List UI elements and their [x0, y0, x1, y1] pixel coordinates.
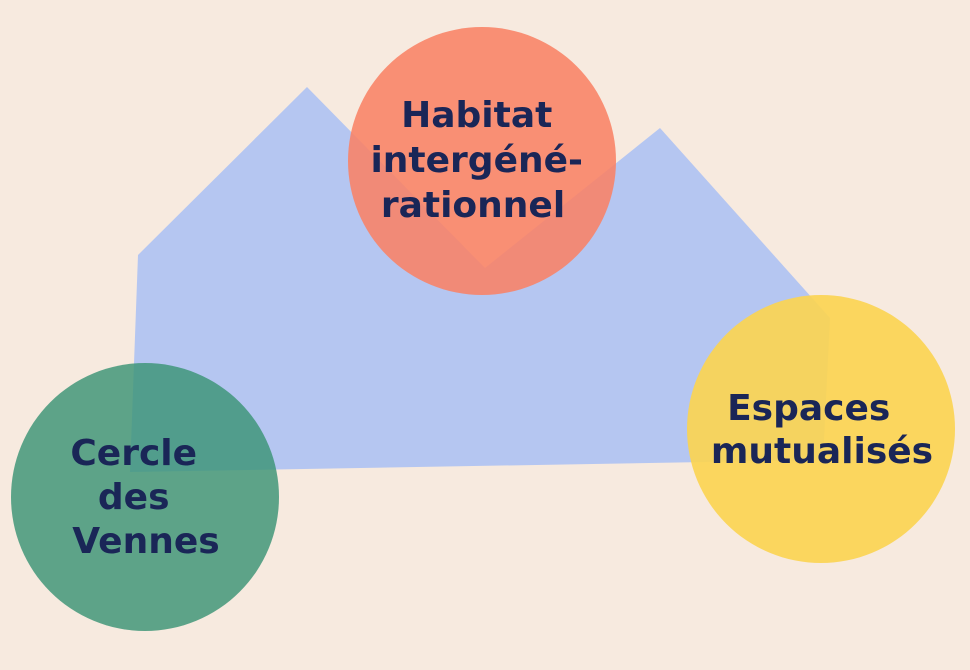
cercle-line-1: Cercle — [70, 433, 197, 474]
espaces-line-2: mutualisés — [711, 431, 933, 472]
circle-espaces-group: Espaces mutualisés — [687, 295, 955, 563]
cercle-line-2: des — [98, 477, 170, 518]
circle-espaces — [687, 295, 955, 563]
espaces-line-1: Espaces — [727, 388, 890, 429]
habitat-line-3: rationnel — [381, 185, 565, 226]
circle-habitat-group: Habitat intergéné- rationnel — [348, 27, 616, 295]
circle-cercle-group: Cercle des Vennes — [11, 363, 279, 631]
habitat-line-2: intergéné- — [370, 140, 583, 181]
cercle-label: Cercle des Vennes — [70, 433, 219, 562]
cercle-line-3: Vennes — [72, 521, 219, 562]
espaces-label: Espaces mutualisés — [711, 388, 933, 472]
habitat-label: Habitat intergéné- rationnel — [370, 95, 595, 226]
circle-habitat — [348, 27, 616, 295]
circle-cercle — [11, 363, 279, 631]
habitat-line-1: Habitat — [401, 95, 552, 136]
